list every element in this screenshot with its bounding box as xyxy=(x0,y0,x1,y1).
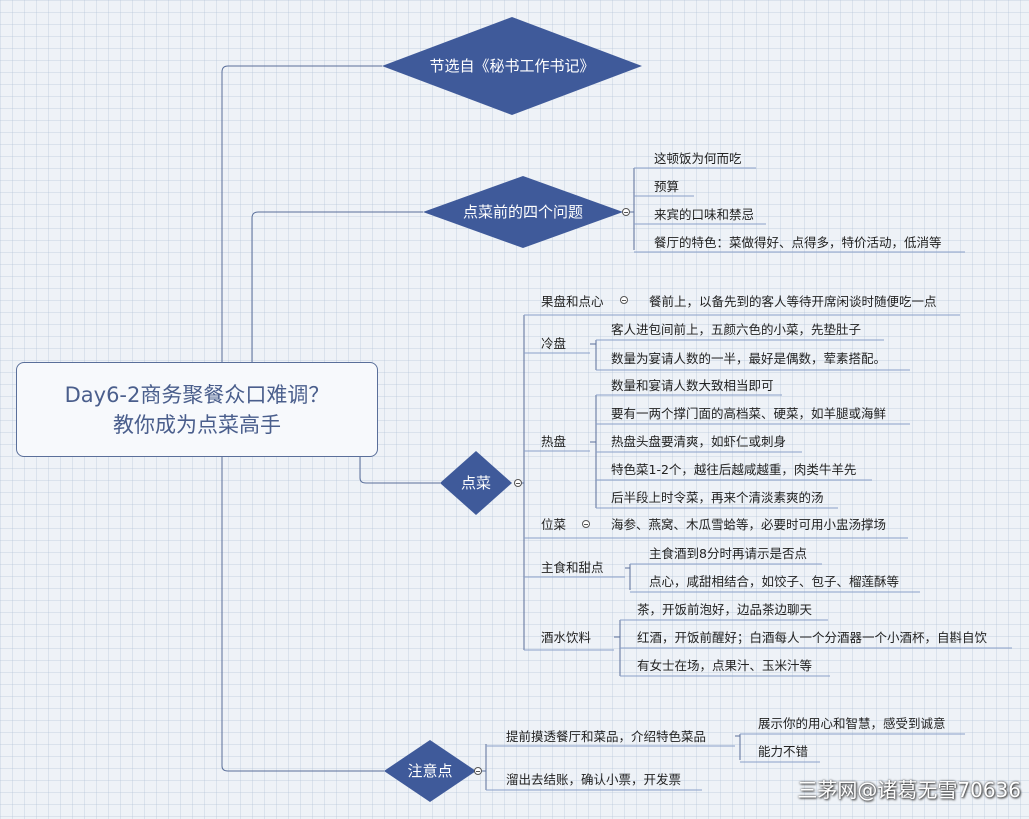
branch1-diamond xyxy=(382,17,642,115)
collapse-toggle-branch3[interactable] xyxy=(514,479,522,487)
branch2-title[interactable]: 点菜前的四个问题 xyxy=(462,203,583,221)
branch4-diamond xyxy=(384,740,476,802)
branch2-diamond xyxy=(423,176,623,248)
branch3-title[interactable]: 点菜 xyxy=(460,474,491,492)
connector-branch4 xyxy=(221,457,384,772)
connector-branch1 xyxy=(221,65,382,362)
staple-item[interactable]: 主食酒到8分时再请示是否点 xyxy=(649,546,807,561)
hot-item[interactable]: 要有一两个撑门面的高档菜、硬菜，如羊腿或海鲜 xyxy=(611,406,887,421)
branch2-item[interactable]: 预算 xyxy=(654,179,680,194)
note-sub-item[interactable]: 能力不错 xyxy=(758,744,809,759)
note-label[interactable]: 提前摸透餐厅和菜品，介绍特色菜品 xyxy=(506,729,707,744)
root-title-line2: 教你成为点菜高手 xyxy=(113,412,281,437)
note-label[interactable]: 溜出去结账，确认小票，开发票 xyxy=(506,772,682,787)
fruit-item[interactable]: 餐前上，以备先到的客人等待开席闲谈时随便吃一点 xyxy=(649,294,937,309)
group-label-cold[interactable]: 冷盘 xyxy=(541,336,567,351)
cold-item[interactable]: 客人进包间前上，五颜六色的小菜，先垫肚子 xyxy=(611,322,862,337)
connector-branch2 xyxy=(251,211,423,362)
staple-item[interactable]: 点心，咸甜相结合，如饺子、包子、榴莲酥等 xyxy=(649,574,900,589)
hot-item[interactable]: 后半段上时令菜，再来个清淡素爽的汤 xyxy=(611,490,824,505)
collapse-toggle-branch2[interactable] xyxy=(622,208,630,216)
branch1-title[interactable]: 节选自《秘书工作书记》 xyxy=(429,57,595,75)
group-label-fruit[interactable]: 果盘和点心 xyxy=(541,294,604,309)
root-topic[interactable]: Day6-2商务聚餐众口难调？ 教你成为点菜高手 xyxy=(16,362,378,457)
hot-item[interactable]: 热盘头盘要清爽，如虾仁或刺身 xyxy=(611,434,787,449)
branch2-item[interactable]: 餐厅的特色：菜做得好、点得多，特价活动，低消等 xyxy=(654,235,942,250)
collapse-toggle-weicai[interactable] xyxy=(582,520,590,528)
branch2-item[interactable]: 这顿饭为何而吃 xyxy=(654,151,742,166)
branch2-item[interactable]: 来宾的口味和禁忌 xyxy=(654,207,755,222)
weicai-item[interactable]: 海参、燕窝、木瓜雪蛤等，必要时可用小盅汤撑场 xyxy=(611,517,887,532)
collapse-toggle-fruit[interactable] xyxy=(620,296,628,304)
hot-item[interactable]: 特色菜1-2个，越往后越咸越重，肉类牛羊先 xyxy=(611,462,857,477)
drinks-item[interactable]: 红酒，开饭前醒好；白酒每人一个分酒器一个小酒杯，自斟自饮 xyxy=(637,630,988,645)
collapse-toggle-branch4[interactable] xyxy=(474,767,482,775)
drinks-item[interactable]: 有女士在场，点果汁、玉米汁等 xyxy=(637,658,813,673)
group-label-hot[interactable]: 热盘 xyxy=(541,434,567,449)
branch4-title[interactable]: 注意点 xyxy=(407,762,453,780)
group-label-weicai[interactable]: 位菜 xyxy=(541,517,567,532)
cold-item[interactable]: 数量为宴请人数的一半，最好是偶数，荤素搭配。 xyxy=(611,351,887,366)
watermark: 三茅网@诸葛无雪70636 xyxy=(797,778,1021,802)
hot-item[interactable]: 数量和宴请人数大致相当即可 xyxy=(611,378,774,393)
branch3-diamond xyxy=(440,451,512,515)
root-title-line1: Day6-2商务聚餐众口难调？ xyxy=(64,382,330,407)
group-label-staple[interactable]: 主食和甜点 xyxy=(541,560,604,575)
drinks-item[interactable]: 茶，开饭前泡好，边品茶边聊天 xyxy=(637,602,813,617)
group-label-drinks[interactable]: 酒水饮料 xyxy=(541,630,592,645)
note-sub-item[interactable]: 展示你的用心和智慧，感受到诚意 xyxy=(758,716,946,731)
connector-branch3 xyxy=(359,457,440,484)
